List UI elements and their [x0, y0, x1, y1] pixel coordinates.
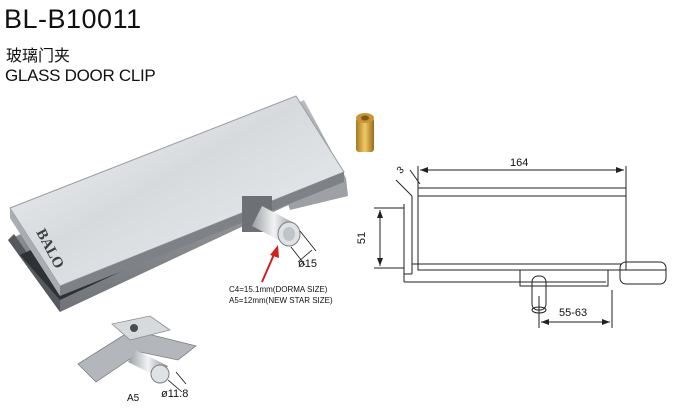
pin-diameter-label: ø15 [298, 258, 317, 270]
product-title-chinese: 玻璃门夹 [6, 46, 71, 65]
dimension-height-51: 51 [356, 231, 369, 245]
dimension-arrowheads [377, 167, 624, 325]
size-note-a5: A5=12mm(NEW STAR SIZE) [229, 296, 333, 305]
pivot-pin [242, 196, 301, 247]
accessory-part-label: A5 [127, 393, 140, 404]
size-note-c4: C4=15.1mm(DORMA SIZE) [229, 285, 328, 294]
product-title-english: GLASS DOOR CLIP [5, 66, 156, 85]
brass-spindle [356, 113, 374, 152]
dimension-length-164: 164 [510, 157, 529, 169]
size-note-arrow [261, 245, 279, 283]
dimension-offset-55-63: 55-63 [559, 307, 588, 319]
accessory-part-photo [77, 315, 197, 384]
accessory-diameter-label: ø11.8 [161, 388, 189, 400]
model-number: BL-B10011 [4, 4, 142, 34]
technical-drawing [374, 166, 667, 328]
